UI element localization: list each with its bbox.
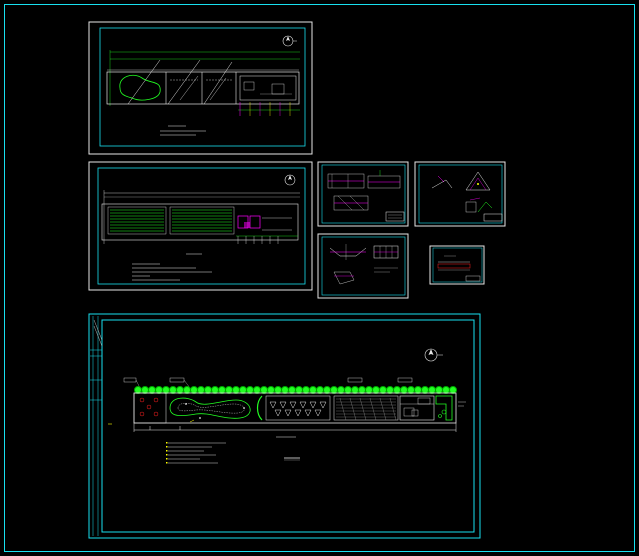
sheet-4[interactable] (414, 161, 506, 227)
sheet-6[interactable] (429, 245, 485, 285)
sheet-2[interactable] (88, 161, 313, 291)
sheet-7[interactable] (88, 313, 481, 539)
sheet-5[interactable] (317, 233, 409, 299)
north-arrow-icon (284, 174, 296, 186)
sheet-1[interactable] (88, 21, 313, 155)
north-arrow-icon (282, 35, 297, 47)
north-arrow-icon (424, 348, 443, 362)
outer-frame (4, 4, 635, 552)
hedge-symbol-icon (134, 386, 457, 394)
tree-symbol-icon (139, 397, 159, 417)
sheet-3[interactable] (317, 161, 409, 227)
